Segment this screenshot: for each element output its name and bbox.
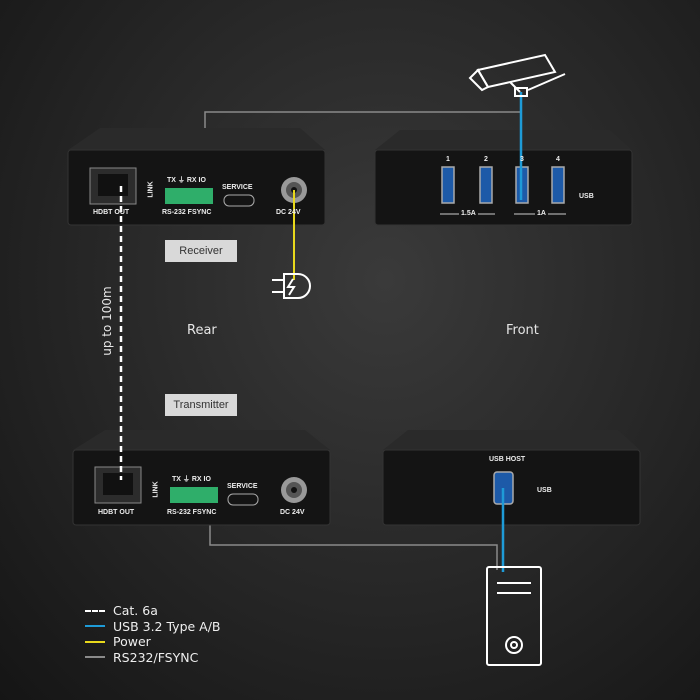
usb-port-1 — [441, 166, 455, 204]
camera-icon — [468, 53, 566, 97]
service-label: SERVICE — [222, 184, 253, 191]
usb-port-3-label: 3 — [520, 156, 524, 163]
terminal-label-tx: TX ⏚ RX IO — [172, 476, 211, 483]
legend-item-usb: USB 3.2 Type A/B — [85, 619, 221, 635]
legend: Cat. 6a USB 3.2 Type A/B Power RS232/FSY… — [85, 603, 221, 665]
usb-port-2 — [479, 166, 493, 204]
legend-item-rs232: RS232/FSYNC — [85, 650, 221, 666]
dc-label-tx: DC 24V — [280, 509, 305, 516]
hdbt-out-label-tx: HDBT OUT — [98, 509, 135, 516]
front-caption: Front — [506, 323, 539, 338]
usb-port-1-label: 1 — [446, 156, 450, 163]
receiver-tag: Receiver — [165, 240, 237, 262]
current-1a-label: 1A — [535, 210, 548, 217]
legend-item-power: Power — [85, 634, 221, 650]
usb-status-label-tx: USB — [537, 487, 552, 494]
legend-label: RS232/FSYNC — [113, 649, 199, 665]
usb-status-label: USB — [579, 193, 594, 200]
legend-label: USB 3.2 Type A/B — [113, 618, 221, 634]
pc-tower-icon — [486, 566, 542, 666]
terminal-label: TX ⏚ RX IO — [167, 177, 206, 184]
transmitter-front-unit — [382, 430, 641, 526]
legend-label: Power — [113, 634, 151, 649]
usb-port-2-label: 2 — [484, 156, 488, 163]
transmitter-tag: Transmitter — [165, 394, 237, 416]
legend-item-cat6a: Cat. 6a — [85, 603, 221, 619]
current-1-5a-label: 1.5A — [459, 210, 478, 217]
hdbt-out-label: HDBT OUT — [93, 209, 130, 216]
receiver-front-unit — [374, 130, 633, 226]
usb-port-4 — [551, 166, 565, 204]
power-plug-icon — [272, 273, 311, 299]
usb-host-label: USB HOST — [489, 456, 526, 463]
legend-label: Cat. 6a — [113, 603, 158, 618]
rs232-label: RS-232 FSYNC — [162, 209, 212, 216]
distance-label: up to 100m — [99, 286, 114, 356]
link-label: LINK — [147, 181, 155, 198]
rs232-label-tx: RS-232 FSYNC — [167, 509, 217, 516]
dc-label: DC 24V — [276, 209, 301, 216]
link-label-tx: LINK — [152, 481, 160, 498]
rear-caption: Rear — [187, 323, 217, 338]
transmitter-rear-unit — [72, 430, 331, 526]
usb-port-4-label: 4 — [556, 156, 560, 163]
service-label-tx: SERVICE — [227, 483, 258, 490]
